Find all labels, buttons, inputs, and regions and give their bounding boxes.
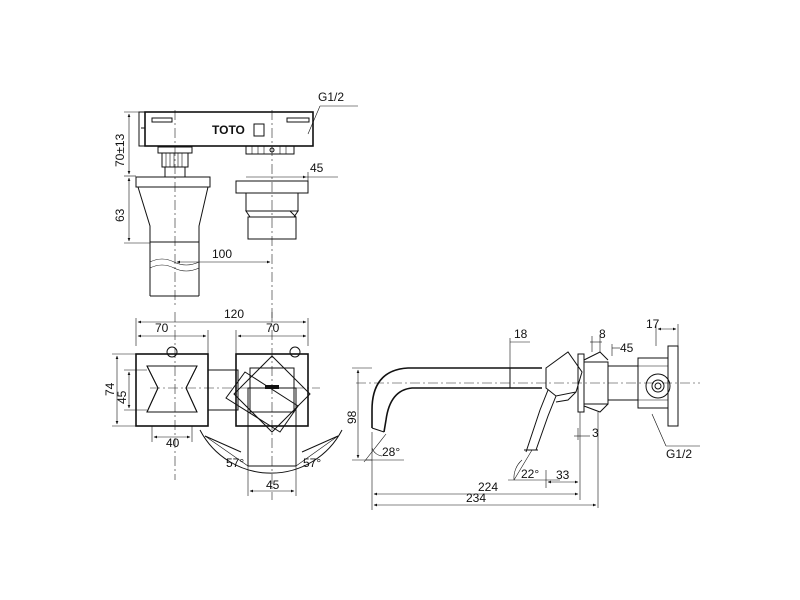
side-view: 18 8 45 17 98 [345,317,700,510]
top-view: TOTO [113,90,358,320]
thread-callout-top: G1/2 [307,90,358,135]
dim-inner-height: 45 [115,369,147,411]
dim-width-right: 45 [246,161,338,181]
dim-right-width: 70 [235,321,307,354]
dim-right-width-label: 70 [266,321,280,335]
angle-right-label: 57° [303,456,321,470]
left-square-handle [135,346,209,427]
dim-spout-height-label: 98 [345,410,359,424]
mounting-plate: TOTO [138,111,314,147]
dim-rear-label: 17 [646,317,660,331]
dim-flange: 8 [590,327,606,352]
dim-height-upper: 70±13 [113,111,145,177]
dim-left-width: 70 [137,321,209,354]
front-view: 120 70 70 74 45 [103,307,343,500]
thread-label-side: G1/2 [666,447,692,461]
dim-flange-label: 8 [599,327,606,341]
thread-label-top: G1/2 [318,90,344,104]
dim-spacing-label: 100 [212,247,232,261]
dim-left-width-label: 70 [155,321,169,335]
dim-spacing: 100 [176,247,271,264]
dim-inner-height-label: 45 [115,390,129,404]
thread-callout-side: G1/2 [651,413,700,461]
dim-spout-height: 98 [345,367,372,461]
dim-body-label: 45 [620,341,634,355]
brand-logo-text: TOTO [212,123,245,137]
right-square-handle [225,346,311,467]
dim-base-left-label: 40 [166,436,180,450]
dim-reach: 224 [373,480,581,500]
dim-total-label: 234 [466,491,486,505]
dim-height-lower-label: 63 [113,208,127,222]
dim-gap: 3 [574,426,599,440]
dim-gap-label: 3 [592,426,599,440]
dim-offset: 33 [545,412,581,488]
angle-left-label: 57° [226,456,244,470]
angle-lever-label: 22° [521,467,539,481]
angle-lever: 22° [508,449,560,481]
dim-total: 234 [371,412,599,510]
left-handle-body [135,176,211,297]
dim-body: 45 [611,341,634,356]
dim-overall-label: 120 [224,307,244,321]
dim-height-lower: 63 [113,177,150,244]
dim-overall: 120 [135,307,309,346]
wall-box [607,345,679,427]
dim-spout-top: 18 [509,327,530,368]
dim-height-upper-label: 70±13 [113,133,127,167]
dim-base-right: 45 [247,466,297,496]
angle-spout: 28° [363,432,404,500]
dim-offset-label: 33 [556,468,570,482]
angle-right: 57° [295,435,339,470]
valve-body [524,351,609,453]
right-connector [235,145,309,240]
angle-spout-label: 28° [382,445,400,459]
dim-rear: 17 [646,317,679,346]
dim-reach-label: 224 [478,480,498,494]
dim-spout-top-label: 18 [514,327,528,341]
angle-left: 57° [204,435,249,470]
spout [371,367,542,433]
dim-height: 74 [103,353,136,427]
dim-height-label: 74 [103,382,117,396]
dim-base-right-label: 45 [266,478,280,492]
dim-base-left: 40 [151,426,193,450]
dim-width-right-label: 45 [310,161,324,175]
